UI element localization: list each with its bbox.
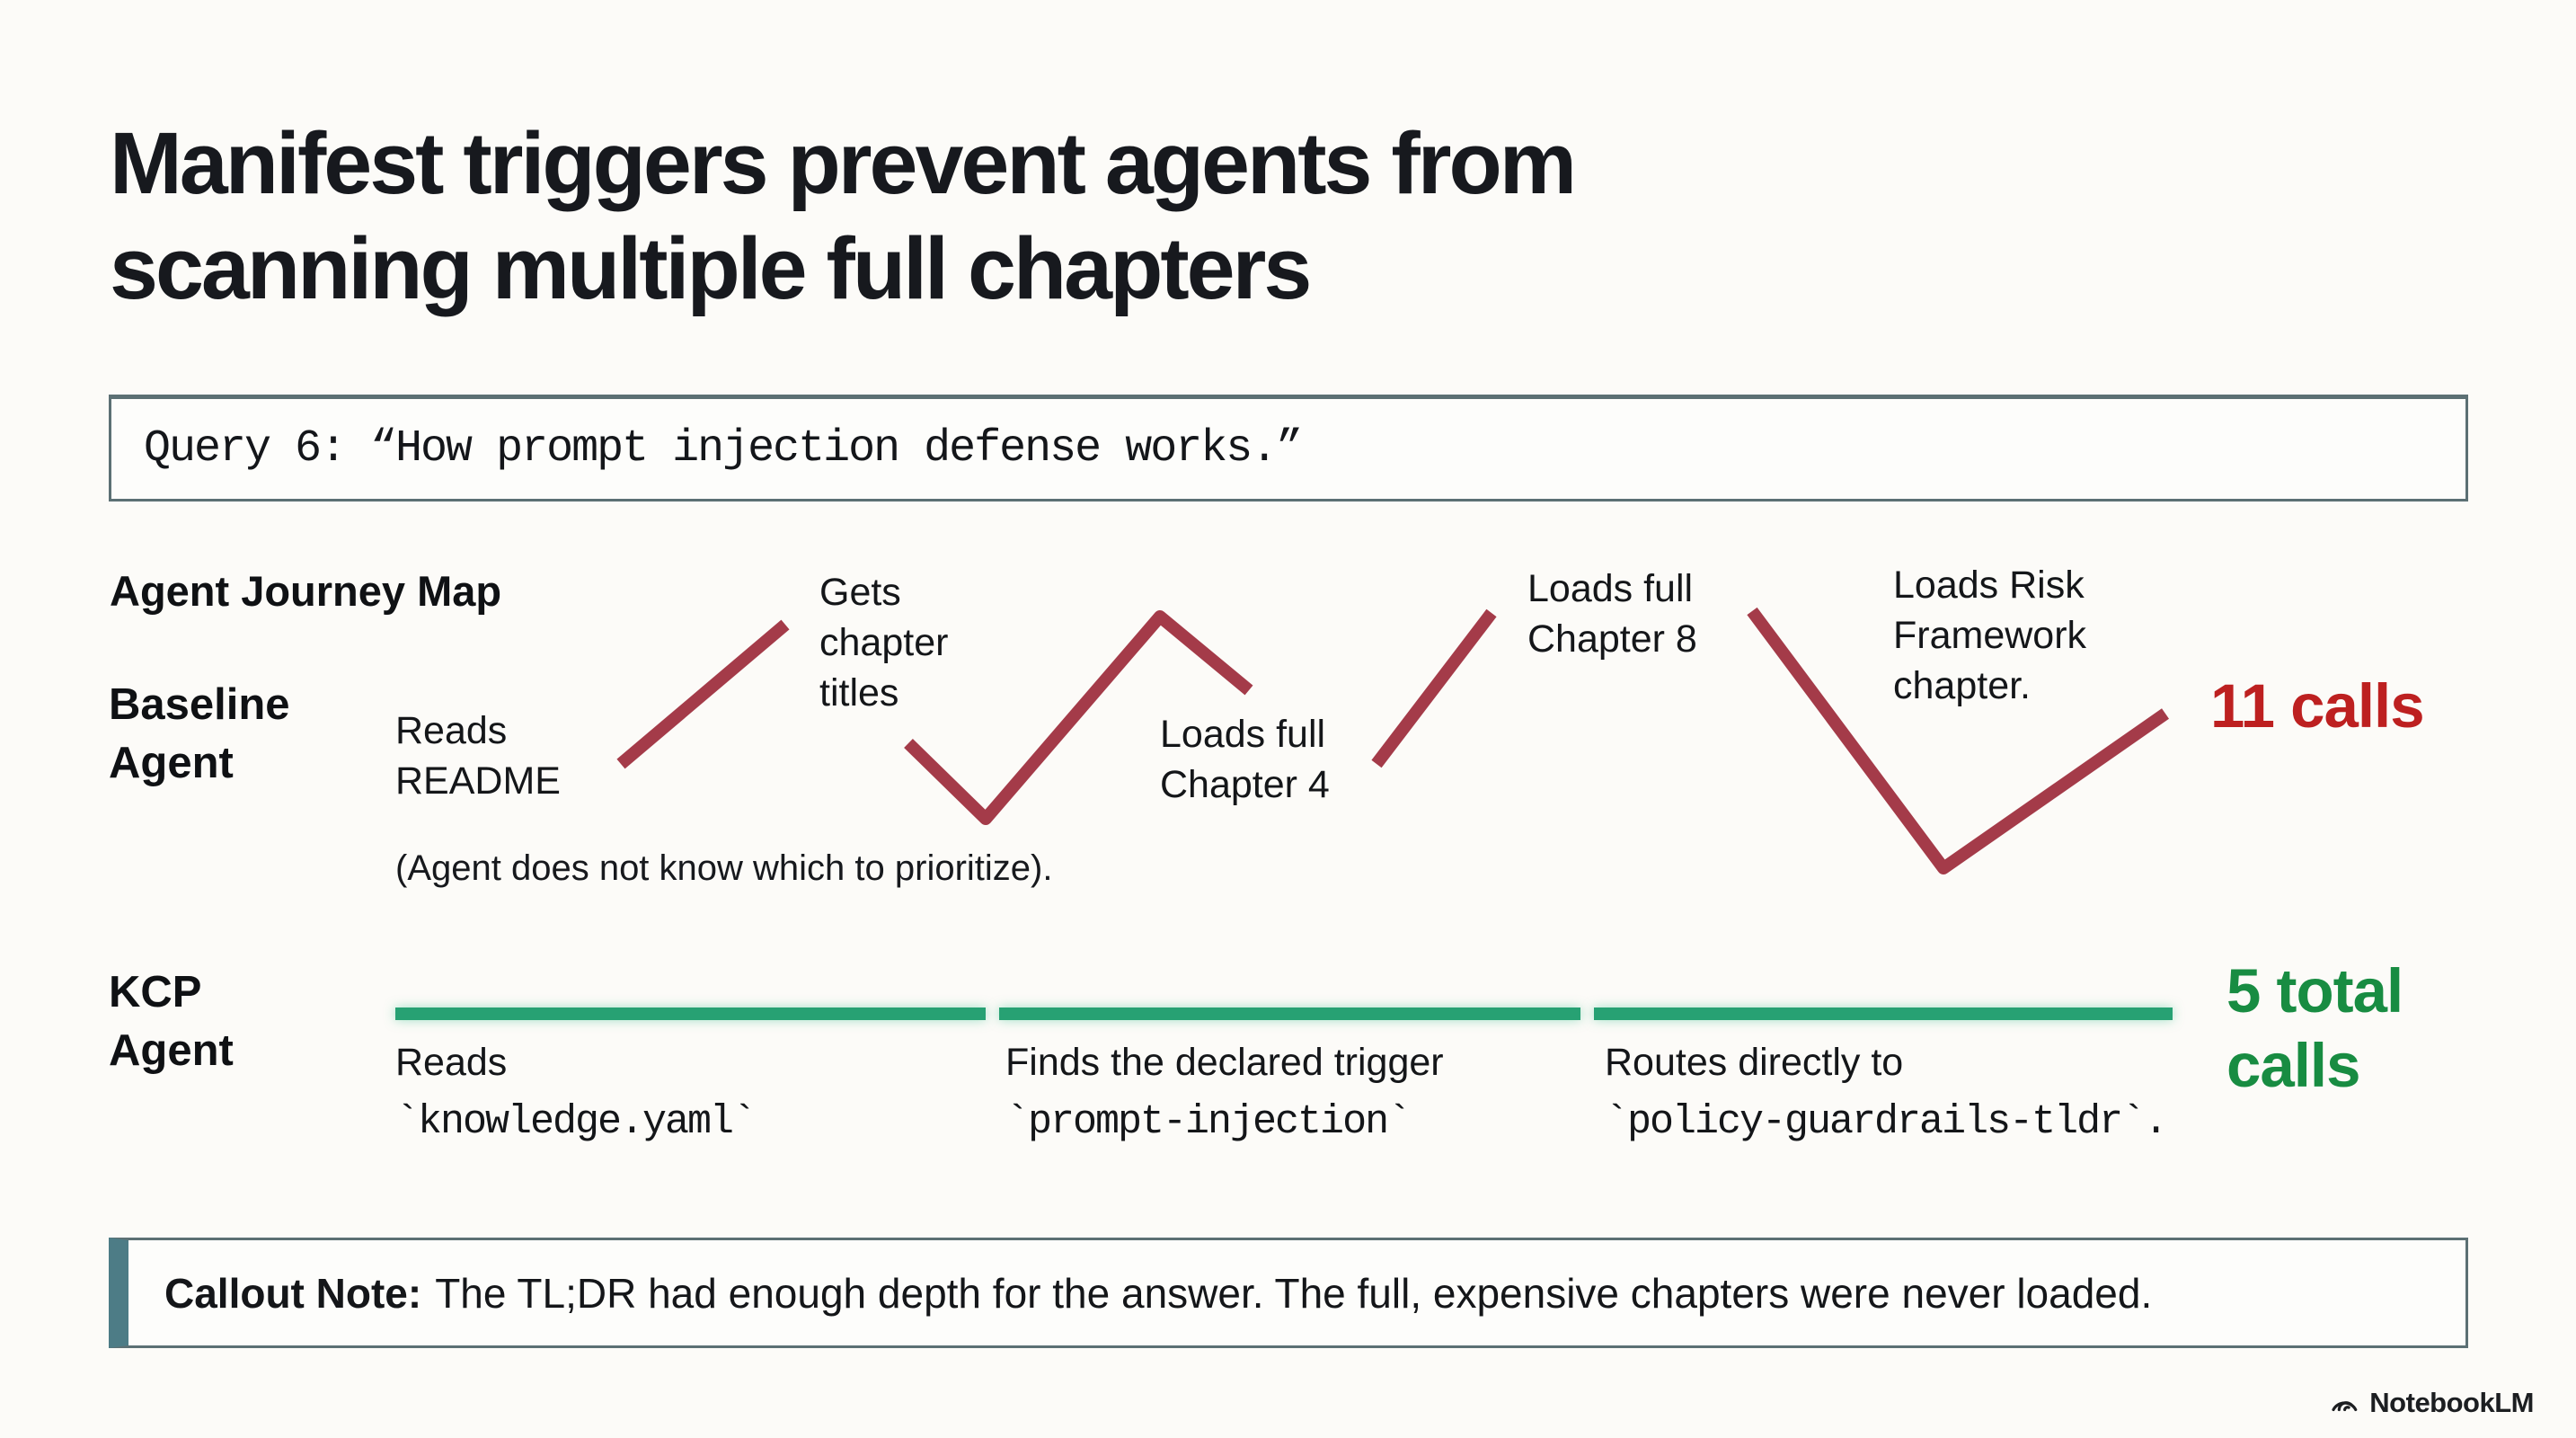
query-box: Query 6: “How prompt injection defense w… xyxy=(109,395,2468,502)
kcp-line-segment-3 xyxy=(1594,1007,2173,1020)
kcp-step-code: `policy-guardrails-tldr`. xyxy=(1605,1099,2168,1145)
kcp-step-finds-trigger: Finds the declared trigger `prompt-injec… xyxy=(1005,1041,1444,1145)
kcp-step-code: `prompt-injection` xyxy=(1005,1099,1412,1145)
callout-note-text: The TL;DR had enough depth for the answe… xyxy=(435,1269,2153,1317)
zigzag-segment-4 xyxy=(1747,607,2170,874)
kcp-step-routes-directly: Routes directly to `policy-guardrails-tl… xyxy=(1605,1041,2168,1145)
kcp-step-code: `knowledge.yaml` xyxy=(395,1099,757,1145)
callout-note-box: Callout Note: The TL;DR had enough depth… xyxy=(109,1238,2468,1348)
baseline-note: (Agent does not know which to prioritize… xyxy=(395,848,1053,888)
footer-brand: NotebookLM xyxy=(2328,1387,2534,1419)
kcp-line-segment-1 xyxy=(395,1007,986,1020)
baseline-step-loads-chapter-4: Loads full Chapter 4 xyxy=(1160,713,1330,806)
kcp-line-segment-2 xyxy=(999,1007,1580,1020)
kcp-agent-label: KCP Agent xyxy=(109,968,234,1076)
baseline-step-gets-chapter-titles: Gets chapter titles xyxy=(819,571,949,715)
baseline-agent-label: Baseline Agent xyxy=(109,680,290,788)
footer-brand-name: NotebookLM xyxy=(2369,1387,2534,1418)
kcp-total-calls: 5 total calls xyxy=(2226,956,2403,1100)
baseline-total-calls: 11 calls xyxy=(2210,671,2425,741)
kcp-step-action: Finds the declared trigger xyxy=(1005,1041,1444,1084)
baseline-step-loads-risk-framework: Loads Risk Framework chapter. xyxy=(1893,564,2087,707)
zigzag-segment-2 xyxy=(904,610,1253,825)
page-title: Manifest triggers prevent agents from sc… xyxy=(110,113,1577,318)
kcp-step-reads-knowledge-yaml: Reads `knowledge.yaml` xyxy=(395,1041,757,1145)
callout-note-label: Callout Note: xyxy=(164,1269,422,1317)
baseline-step-reads-readme: Reads README xyxy=(395,709,561,803)
zigzag-segment-3 xyxy=(1371,608,1497,768)
journey-map-heading: Agent Journey Map xyxy=(110,567,502,615)
baseline-step-loads-chapter-8: Loads full Chapter 8 xyxy=(1527,567,1697,661)
zigzag-segment-1 xyxy=(616,619,790,769)
baseline-zigzag-line xyxy=(616,607,2170,874)
kcp-step-action: Reads xyxy=(395,1041,508,1084)
query-text: Query 6: “How prompt injection defense w… xyxy=(144,423,1303,475)
notebooklm-icon xyxy=(2332,1401,2358,1412)
kcp-step-action: Routes directly to xyxy=(1605,1041,1904,1084)
